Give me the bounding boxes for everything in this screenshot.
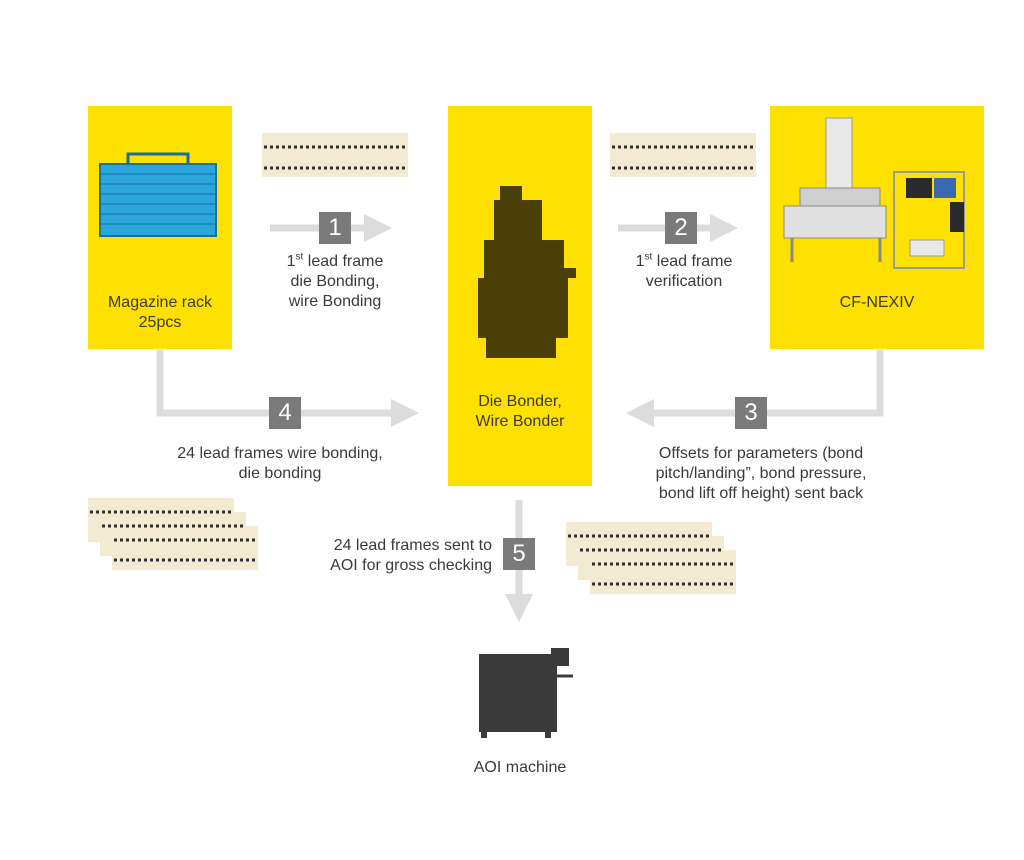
step-4-description: 24 lead frames wire bonding, die bonding xyxy=(177,445,383,482)
lead-frame-stack-right xyxy=(566,522,736,594)
step-2-description: 1st lead frame verification xyxy=(635,251,733,290)
magazine-rack-label: Magazine rack 25pcs xyxy=(107,294,213,331)
aoi-machine-icon xyxy=(479,648,573,738)
cf-nexiv-label: CF-NEXIV xyxy=(839,294,915,311)
die-bonder-label: Die Bonder, Wire Bonder xyxy=(475,393,565,430)
step-2-badge: 2 xyxy=(665,212,697,244)
aoi-machine-label: AOI machine xyxy=(473,759,567,776)
step-3-badge: 3 xyxy=(735,397,767,429)
step-3-description: Offsets for parameters (bond pitch/landi… xyxy=(655,445,867,502)
lead-frame-stack-left xyxy=(88,498,258,570)
die-bonder-box: Die Bonder, Wire Bonder xyxy=(448,106,592,486)
step-4-badge: 4 xyxy=(269,397,301,429)
step-1-description: 1st lead frame die Bonding, wire Bonding xyxy=(286,251,384,310)
arrow-step-3 xyxy=(626,350,884,427)
magazine-rack-box: Magazine rack 25pcs xyxy=(88,106,232,349)
step-1-badge: 1 xyxy=(319,212,351,244)
lead-frame-strip-1 xyxy=(262,133,408,177)
arrow-step-4 xyxy=(156,350,419,427)
step-5-description: 24 lead frames sent to AOI for gross che… xyxy=(330,537,492,574)
die-bonder-icon xyxy=(478,186,576,358)
magazine-rack-icon xyxy=(99,152,217,237)
lead-frame-strip-2 xyxy=(610,133,756,177)
cf-nexiv-box: CF-NEXIV xyxy=(770,106,984,349)
measuring-system-icon xyxy=(783,117,965,269)
step-5-badge: 5 xyxy=(503,538,535,570)
